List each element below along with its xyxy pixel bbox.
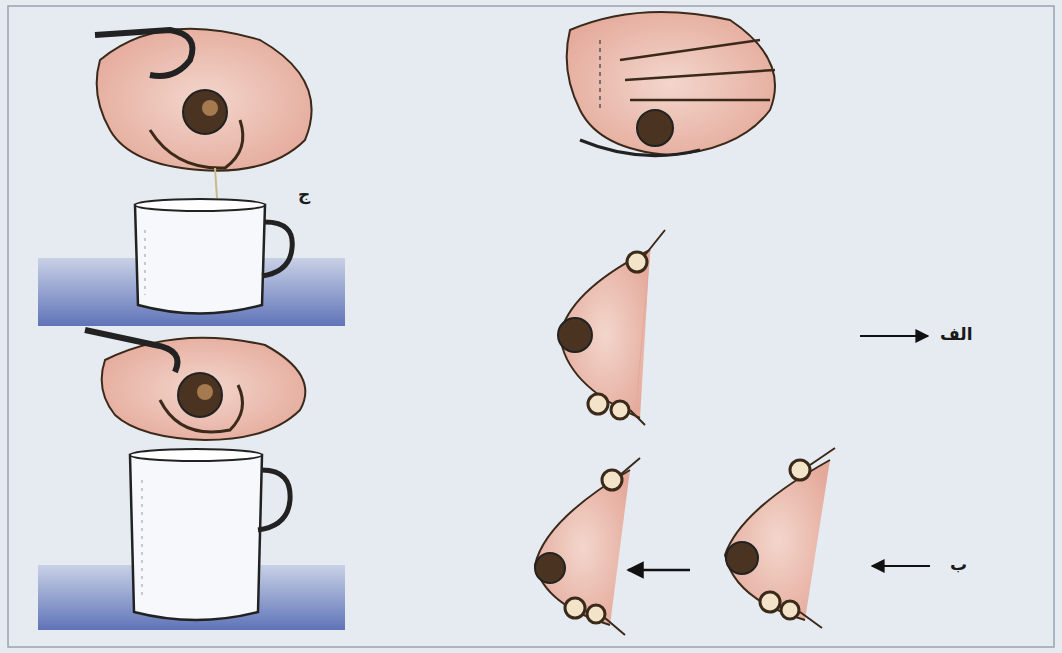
areola	[558, 318, 592, 352]
fingers	[620, 40, 775, 100]
cup-scale	[145, 230, 146, 295]
cup	[135, 205, 265, 314]
cup-scale	[142, 480, 143, 600]
thumb	[580, 140, 700, 156]
panel-label: ب	[950, 556, 967, 573]
finger-position-b	[535, 448, 930, 635]
fingertip	[602, 470, 622, 490]
breast-side	[725, 460, 830, 620]
cup-handle	[262, 222, 292, 276]
fingertip	[760, 592, 780, 612]
hand	[95, 30, 193, 76]
finger-line	[800, 448, 835, 628]
finger-line	[630, 230, 665, 425]
areola	[183, 90, 227, 134]
milk-drip	[215, 168, 217, 198]
breast	[102, 338, 306, 440]
expression-scene-bottom	[38, 330, 345, 630]
finger-line	[605, 458, 640, 635]
sequence-arrow	[628, 569, 690, 572]
hand-position-scene	[567, 12, 775, 156]
areola	[637, 110, 673, 146]
breast-edge	[635, 250, 650, 418]
guide-line	[599, 40, 601, 110]
breast	[97, 29, 312, 171]
fingertip	[588, 394, 608, 414]
nipple	[202, 100, 218, 116]
pointer-arrow	[860, 335, 928, 337]
cup-rim	[130, 449, 262, 461]
cup-rim	[135, 199, 265, 211]
areola	[178, 373, 222, 417]
panel-label: الف	[940, 326, 972, 343]
cup-handle	[258, 470, 290, 530]
nipple	[197, 384, 213, 400]
breast	[567, 12, 775, 155]
expression-scene-top	[38, 29, 345, 326]
fingertip	[790, 460, 810, 480]
frame	[8, 6, 1054, 647]
fingertip	[781, 601, 799, 619]
areola	[726, 542, 758, 574]
fingertip	[611, 401, 629, 419]
finger-position-a	[558, 230, 928, 425]
cup	[130, 455, 262, 620]
breast-side	[535, 470, 630, 625]
pointer-arrow	[872, 565, 930, 567]
fingertip	[587, 605, 605, 623]
areola	[535, 553, 565, 583]
panel-label: ج	[298, 186, 310, 203]
fingertip	[627, 252, 647, 272]
fingertip	[565, 598, 585, 618]
hand	[85, 330, 178, 372]
